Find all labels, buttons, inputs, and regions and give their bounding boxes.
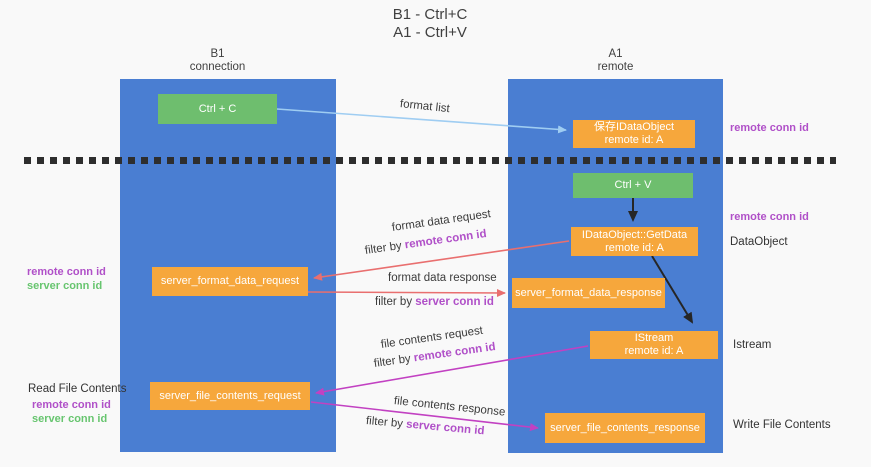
server-format-data-request-label: server_format_data_request (160, 275, 300, 287)
lane-a1-name: A1 (608, 48, 623, 60)
getdata-line1: IDataObject::GetData (581, 228, 688, 241)
getdata-line2: remote id: A (605, 241, 664, 254)
node-server-file-contents-response: server_file_contents_response (545, 413, 705, 443)
node-server-file-contents-request: server_file_contents_request (150, 382, 310, 410)
filter-by-text: filter by (375, 296, 416, 308)
lane-header-a1: A1 remote (508, 48, 723, 74)
node-ctrl-c: Ctrl + C (158, 94, 277, 124)
lane-b1-name: B1 (210, 48, 225, 60)
annotation-left-remote-conn-id-bottom: remote conn id (32, 399, 111, 411)
node-save-dataobject: 保存IDataObject remote id: A (573, 120, 695, 148)
arrow-format-list (276, 108, 567, 134)
annotation-dataobject: DataObject (730, 236, 788, 248)
annotation-istream: Istream (733, 339, 772, 351)
annotation-read-file-contents: Read File Contents (28, 383, 127, 395)
server-format-data-response-label: server_format_data_response (515, 286, 662, 299)
lane-header-b1: B1 connection (120, 48, 315, 74)
annotation-write-file-contents: Write File Contents (733, 419, 831, 431)
title-line-1: B1 - Ctrl+C (392, 6, 468, 23)
ctrl-v-label: Ctrl + V (614, 179, 652, 191)
istream-line1: IStream (634, 332, 674, 344)
annotation-left-server-conn-id-mid: server conn id (27, 280, 103, 292)
arrow-format-data-response (307, 288, 506, 297)
arrow-file-contents-request (315, 345, 589, 396)
annotation-remote-conn-id-mid: remote conn id (730, 211, 809, 223)
edge-label-filter-server-1: filter by server conn id (375, 296, 494, 308)
annotation-left-server-conn-id-bottom: server conn id (32, 413, 108, 425)
title-line-2: A1 - Ctrl+V (393, 24, 467, 41)
server-file-contents-response-label: server_file_contents_response (550, 421, 700, 434)
node-getdata: IDataObject::GetData remote id: A (571, 227, 698, 256)
node-server-format-data-request: server_format_data_request (152, 267, 308, 296)
lane-b1-role: connection (189, 61, 246, 73)
server-conn-id-key: server conn id (415, 296, 494, 308)
save-dataobject-line1: 保存IDataObject (593, 121, 675, 133)
phase-divider (24, 157, 836, 164)
annotation-remote-conn-id-top: remote conn id (730, 122, 809, 134)
annotation-left-remote-conn-id-mid: remote conn id (27, 266, 106, 278)
server-file-contents-request-label: server_file_contents_request (159, 389, 301, 402)
lane-a1-role: remote (597, 61, 634, 73)
arrow-format-data-request (313, 240, 570, 281)
save-dataobject-line2: remote id: A (604, 134, 664, 146)
node-istream: IStream remote id: A (590, 331, 718, 359)
ctrl-c-label: Ctrl + C (198, 102, 237, 115)
node-ctrl-v: Ctrl + V (573, 173, 693, 198)
istream-line2: remote id: A (624, 345, 684, 357)
arrow-file-contents-response (310, 401, 539, 432)
arrow-getdata-to-istream (651, 255, 694, 324)
edge-label-format-data-response: format data response (388, 272, 497, 284)
node-server-format-data-response: server_format_data_response (512, 278, 665, 308)
diagram-title: B1 - Ctrl+C A1 - Ctrl+V (330, 6, 530, 42)
